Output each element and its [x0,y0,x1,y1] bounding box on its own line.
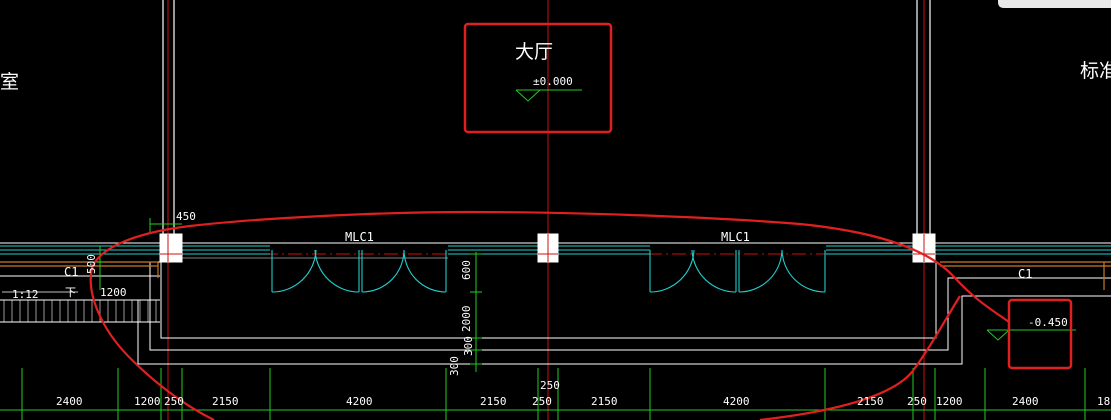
bottom-dimension-line [0,368,1111,420]
left-vertical-dimension [96,246,104,290]
dim-row-10: 250 [907,395,927,408]
highlight-box-hall [463,22,613,134]
dim-row-0: 2400 [56,395,83,408]
window-label-right: C1 [1018,267,1032,281]
column-axis-marks [160,234,935,262]
highlight-lasso [89,210,1010,420]
ramp-hatch [3,300,157,322]
window-label-left: C1 [64,265,78,279]
dim-row-5: 2150 [480,395,507,408]
room-label-right: 标准 [1080,60,1111,82]
room-label-left: 室 [0,71,19,93]
dim-row-2: 250 [164,395,184,408]
floating-panel-edge [998,0,1111,8]
window-sill-right [940,261,1111,290]
dim-row-13: 18 [1097,395,1110,408]
dim-row-7: 2150 [591,395,618,408]
dim-v-300a: 300 [448,356,461,376]
dim-mid-250: 250 [540,379,560,392]
top-450-dimension [149,218,182,232]
dim-row-12: 2400 [1012,395,1039,408]
ramp-slope: 1:12 [12,288,39,301]
door-swings-left [271,249,447,293]
dim-row-3: 2150 [212,395,239,408]
elevation-hall: ±0.000 [533,75,573,88]
elevation-marker-outside [986,329,1076,341]
door-label-right: MLC1 [721,230,750,244]
dim-v-2000: 2000 [460,306,473,333]
window-strips [0,245,1111,255]
ramp-down: 下 [65,286,76,299]
elevation-marker-hall [515,89,582,102]
dim-v-300b: 300 [462,336,475,356]
dim-v-600: 600 [460,260,473,280]
elevation-outside: -0.450 [1028,316,1068,329]
dim-left-500: 500 [85,254,98,274]
platform-outline [0,261,1111,365]
dim-row-4: 4200 [346,395,373,408]
door-swings-right [649,249,826,293]
dim-top-450: 450 [176,210,196,223]
highlight-box-outside [1007,298,1073,370]
door-label-left: MLC1 [345,230,374,244]
ramp-width: 1200 [100,286,127,299]
dim-row-11: 1200 [936,395,963,408]
dim-row-1: 1200 [134,395,161,408]
vertical-dimension [470,252,482,372]
dim-row-9: 2150 [857,395,884,408]
room-label-hall: 大厅 [515,41,553,63]
dim-row-8: 4200 [723,395,750,408]
dim-row-6: 250 [532,395,552,408]
partition-walls [162,0,931,238]
ramp-left [0,261,159,278]
